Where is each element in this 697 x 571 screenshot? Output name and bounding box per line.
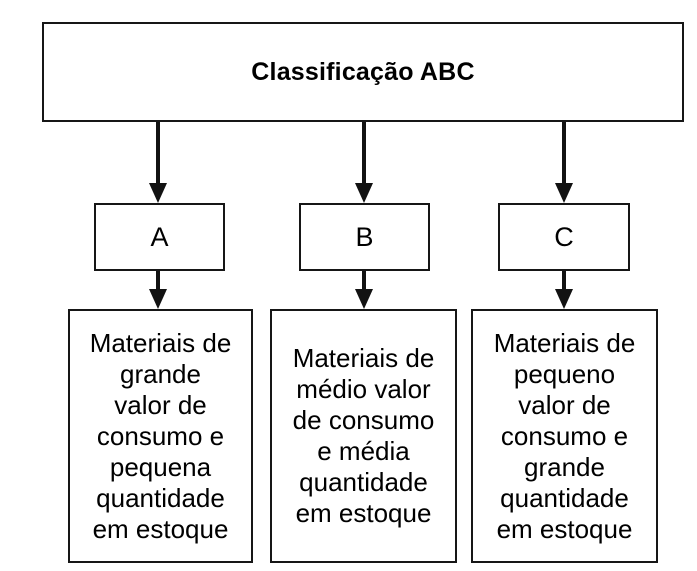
root-node-title: Classificação ABC [251,57,475,86]
arrow-head [555,183,573,203]
description-node-c: Materiais de pequeno valor de consumo e … [471,309,658,563]
arrow-stem [562,122,566,183]
arrow-head [149,183,167,203]
down-arrow-icon [355,122,373,203]
description-node-b-text: Materiais de médio valor de consumo e mé… [292,343,435,528]
class-node-a: A [94,203,225,271]
description-node-a: Materiais de grande valor de consumo e p… [68,309,253,563]
arrow-head [555,289,573,309]
down-arrow-icon [355,271,373,309]
arrow-head [355,289,373,309]
arrow-stem [362,271,366,289]
class-node-a-label: A [150,221,169,252]
class-node-b: B [299,203,430,271]
description-node-a-text: Materiais de grande valor de consumo e p… [89,327,232,544]
arrow-stem [156,122,160,183]
arrow-stem [156,271,160,289]
arrow-stem [562,271,566,289]
down-arrow-icon [149,122,167,203]
down-arrow-icon [149,271,167,309]
description-node-b: Materiais de médio valor de consumo e mé… [270,309,457,563]
class-node-c: C [498,203,630,271]
class-node-c-label: C [554,221,574,252]
arrow-head [149,289,167,309]
arrow-head [355,183,373,203]
down-arrow-icon [555,271,573,309]
down-arrow-icon [555,122,573,203]
description-node-c-text: Materiais de pequeno valor de consumo e … [493,327,636,544]
arrow-stem [362,122,366,183]
class-node-b-label: B [355,221,374,252]
root-node-classificacao-abc: Classificação ABC [42,22,684,122]
